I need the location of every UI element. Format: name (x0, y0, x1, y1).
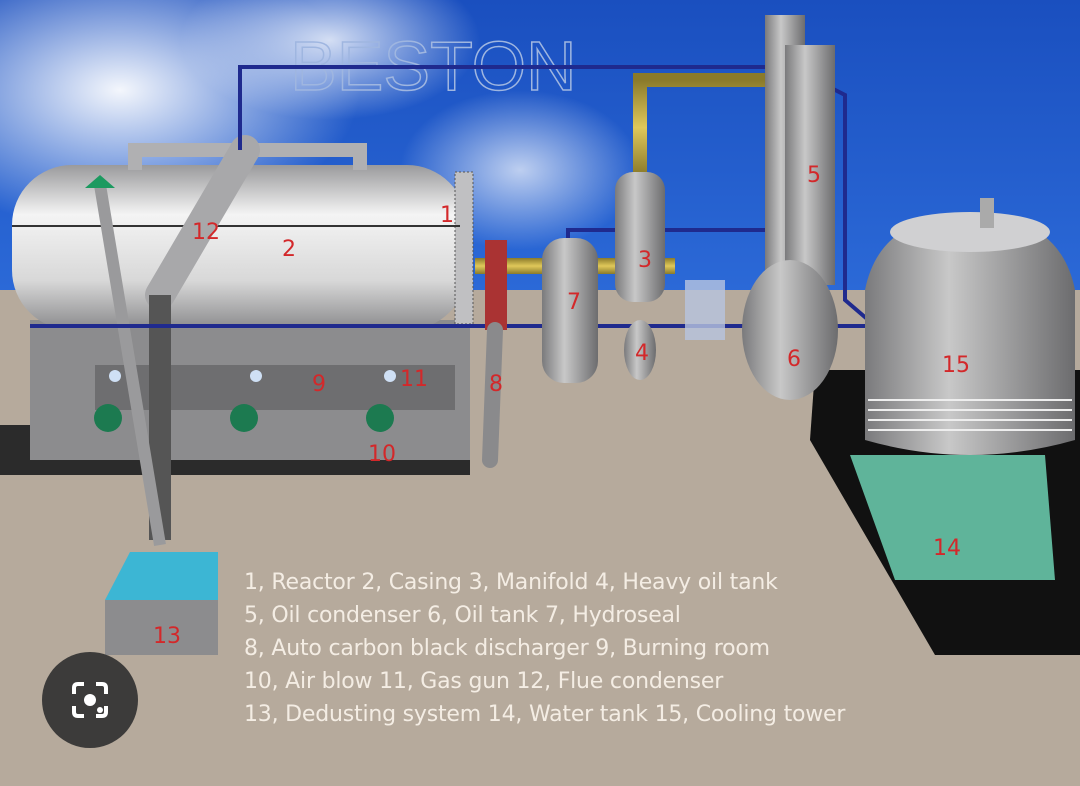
label-5: 5 (807, 163, 821, 188)
label-4: 4 (635, 341, 649, 366)
label-14: 14 (933, 536, 961, 561)
dedusting-system (105, 552, 218, 655)
component-numbers: 1 2 3 4 5 6 7 8 9 10 11 12 13 14 15 (153, 163, 970, 649)
label-11: 11 (400, 367, 428, 392)
heavy-oil-tank (624, 320, 656, 380)
gas-guns (109, 370, 396, 382)
label-13: 13 (153, 624, 181, 649)
label-9: 9 (312, 372, 326, 397)
hydroseal (542, 238, 598, 383)
label-1: 1 (440, 203, 454, 228)
label-10: 10 (368, 442, 396, 467)
component-legend: 1, Reactor 2, Casing 3, Manifold 4, Heav… (244, 566, 845, 731)
legend-line: 13, Dedusting system 14, Water tank 15, … (244, 702, 846, 727)
reactor (12, 165, 467, 330)
legend-line: 5, Oil condenser 6, Oil tank 7, Hydrosea… (244, 603, 681, 628)
water-tank (850, 455, 1055, 580)
lens-search-button[interactable] (42, 652, 138, 748)
manifold (615, 172, 665, 302)
air-blowers (94, 404, 394, 432)
label-12: 12 (192, 220, 220, 245)
label-2: 2 (282, 237, 296, 262)
label-8: 8 (489, 372, 503, 397)
legend-line: 1, Reactor 2, Casing 3, Manifold 4, Heav… (244, 570, 778, 595)
legend-line: 10, Air blow 11, Gas gun 12, Flue conden… (244, 669, 724, 694)
cooling-tower (865, 215, 1075, 455)
flue-condenser (145, 135, 260, 310)
label-3: 3 (638, 248, 652, 273)
legend-line: 8, Auto carbon black discharger 9, Burni… (244, 636, 770, 661)
label-7: 7 (567, 290, 581, 315)
camera-lens-icon (72, 682, 108, 718)
oil-tank (742, 260, 838, 400)
label-6: 6 (787, 347, 801, 372)
label-15: 15 (942, 353, 970, 378)
carbon-black-discharger (485, 240, 507, 330)
